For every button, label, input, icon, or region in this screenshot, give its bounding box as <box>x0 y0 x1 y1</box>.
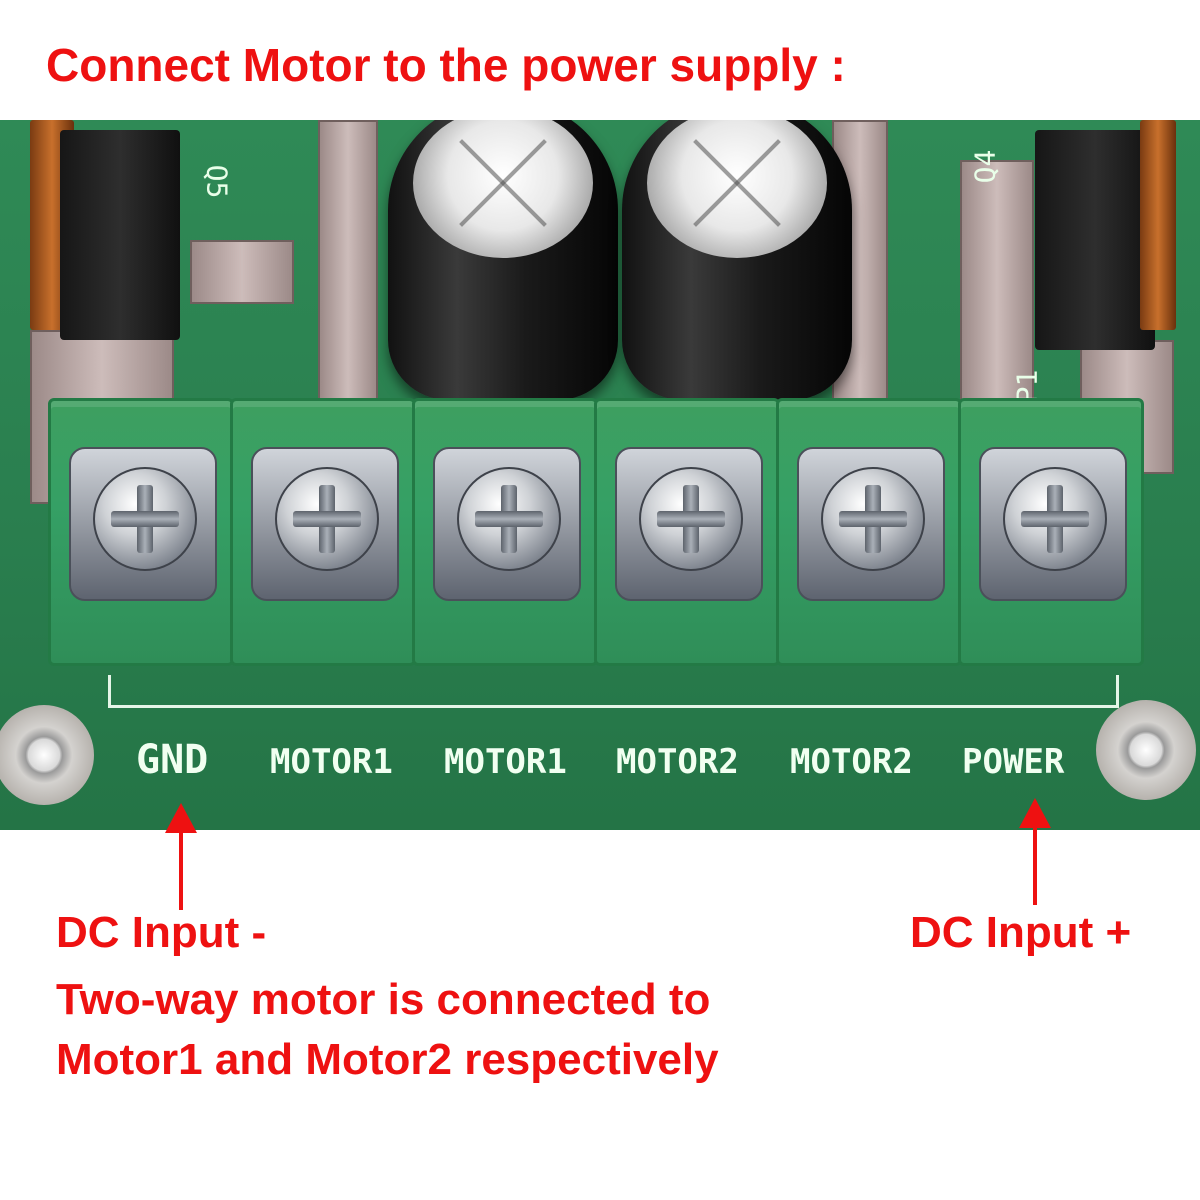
mounting-hole <box>1096 700 1196 800</box>
capacitor-top <box>413 120 593 258</box>
wiring-note-line-2: Motor1 and Motor2 respectively <box>56 1035 719 1084</box>
wiring-note-line-1: Two-way motor is connected to <box>56 975 711 1024</box>
screw-terminal-block <box>48 398 1168 666</box>
screw-icon <box>821 467 925 571</box>
terminal-slot <box>958 398 1144 666</box>
terminal-slot <box>412 398 598 666</box>
terminal-clamp <box>979 447 1127 601</box>
silkscreen-q4: Q4 <box>968 149 1002 184</box>
copper-trace <box>190 240 294 304</box>
screw-icon <box>1003 467 1107 571</box>
terminal-label-motor2-a: MOTOR2 <box>616 742 739 782</box>
capacitor <box>388 120 618 400</box>
screw-icon <box>93 467 197 571</box>
silkscreen-outline <box>108 675 1119 708</box>
terminal-label-motor1-a: MOTOR1 <box>270 742 393 782</box>
mounting-hole <box>0 705 94 805</box>
screw-icon <box>457 467 561 571</box>
transistor-tab <box>1140 120 1176 330</box>
capacitor <box>622 120 852 400</box>
terminal-clamp <box>797 447 945 601</box>
arrow-head-icon <box>1019 798 1051 828</box>
terminal-label-motor1-b: MOTOR1 <box>444 742 567 782</box>
copper-trace <box>318 120 378 424</box>
terminal-label-power: POWER <box>962 742 1065 782</box>
transistor-q4 <box>1035 130 1155 350</box>
capacitor-top <box>647 120 827 258</box>
terminal-clamp <box>433 447 581 601</box>
terminal-slot <box>230 398 416 666</box>
transistor-q5 <box>60 130 180 340</box>
silkscreen-q5: Q5 <box>200 164 234 199</box>
page-title: Connect Motor to the power supply : <box>46 39 846 91</box>
terminal-slot <box>594 398 780 666</box>
dc-input-negative-label: DC Input - <box>56 908 267 957</box>
pcb-board-photo: Q5 Q4 P1 GND MOTOR1 MOTOR1 MOTOR2 MOTOR2… <box>0 120 1200 830</box>
terminal-slot <box>48 398 234 666</box>
terminal-clamp <box>615 447 763 601</box>
screw-icon <box>639 467 743 571</box>
arrow-head-icon <box>165 803 197 833</box>
dc-input-positive-label: DC Input + <box>910 908 1132 957</box>
terminal-label-motor2-b: MOTOR2 <box>790 742 913 782</box>
arrow-shaft <box>1033 825 1037 905</box>
terminal-slot <box>776 398 962 666</box>
terminal-clamp <box>69 447 217 601</box>
terminal-label-gnd: GND <box>136 737 209 783</box>
screw-icon <box>275 467 379 571</box>
terminal-clamp <box>251 447 399 601</box>
arrow-shaft <box>179 830 183 910</box>
